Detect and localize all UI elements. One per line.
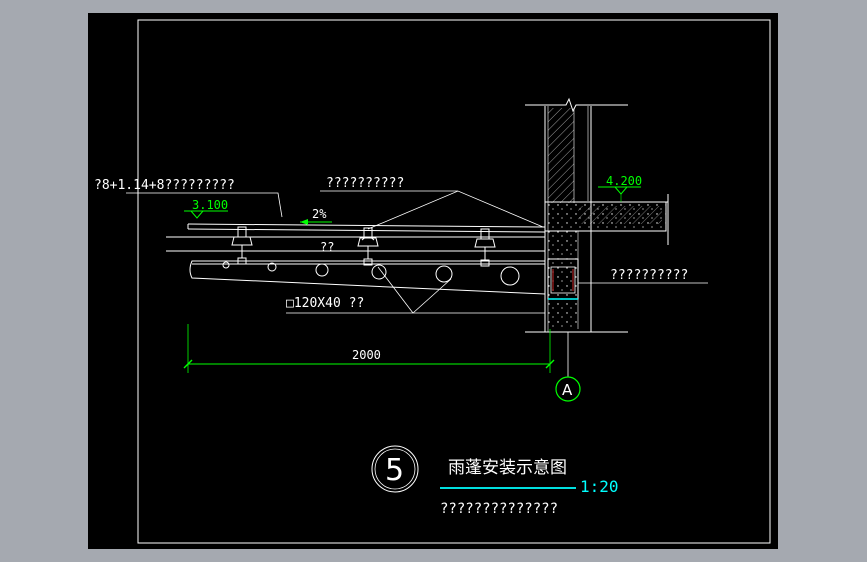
level-marker-right: 4.200 (598, 174, 642, 202)
short-note-label: ?? (320, 240, 334, 254)
steel-beam (189, 260, 546, 295)
support-rail (166, 236, 545, 252)
glass-spec-label: ?8+1.14+8????????? (94, 178, 235, 193)
top-callout-label: ?????????? (326, 176, 404, 191)
level-right-label: 4.200 (606, 174, 642, 188)
canopy-detail-drawing: 4.200 (94, 19, 771, 544)
cad-viewport[interactable]: 4.200 (88, 13, 778, 549)
detail-title: 雨蓬安装示意图 (448, 458, 567, 478)
floor-slab (544, 194, 669, 245)
title-block: 5 雨蓬安装示意图 1:20 ?????????????? (371, 445, 619, 517)
level-marker-left: 3.100 (184, 198, 228, 219)
detail-scale: 1:20 (580, 477, 619, 496)
end-plate (547, 258, 579, 300)
spider-fittings (231, 226, 496, 267)
axis-label: A (562, 381, 573, 399)
dimension-length-label: 2000 (352, 348, 381, 362)
steel-section-callout: □120X40 ?? (286, 266, 545, 314)
fitting-1 (231, 226, 253, 265)
glass-spec-callout: ?8+1.14+8????????? (94, 178, 283, 218)
short-note: ?? (320, 240, 334, 254)
level-left-label: 3.100 (192, 198, 228, 212)
fitting-2 (357, 227, 379, 266)
wall-column (525, 97, 628, 333)
drawing-frame (137, 19, 771, 544)
detail-subtitle: ?????????????? (440, 501, 558, 517)
top-callout: ?????????? (320, 176, 544, 230)
wall-callout: ?????????? (578, 268, 708, 284)
wall-callout-label: ?????????? (610, 268, 688, 283)
slope-marker: 2% (300, 207, 332, 225)
steel-section-label: □120X40 ?? (286, 296, 364, 311)
detail-number: 5 (385, 453, 404, 488)
axis-bubble: A (555, 332, 581, 402)
slope-label: 2% (312, 207, 327, 221)
dimension-2000: 2000 (183, 324, 555, 373)
fitting-3 (474, 228, 496, 267)
glass-panel (187, 223, 546, 233)
